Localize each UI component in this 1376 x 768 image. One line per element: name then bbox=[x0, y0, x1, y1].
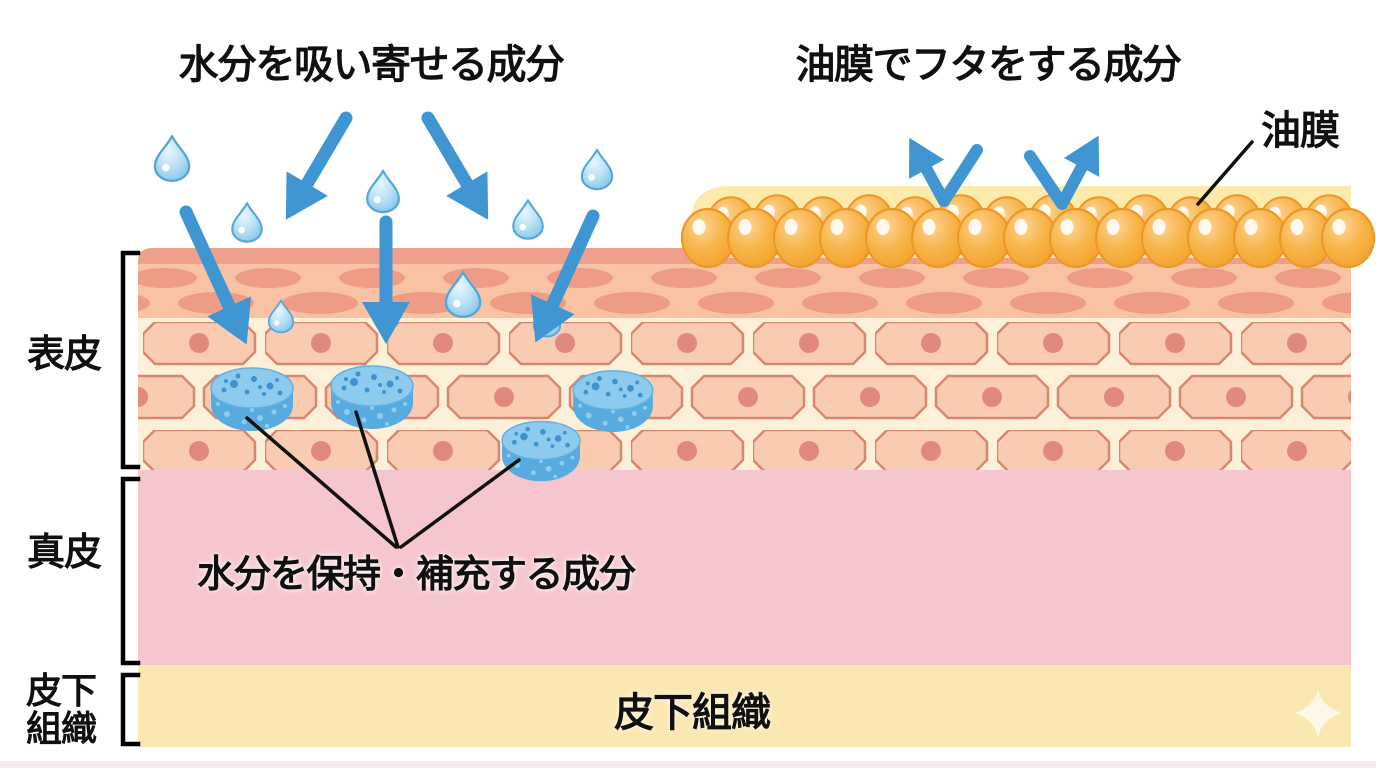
seal-ingredients-title: 油膜でフタをする成分 bbox=[795, 43, 1183, 87]
oil-film-group bbox=[680, 186, 1376, 269]
epidermis-cells bbox=[138, 318, 1351, 470]
sponge-leader-line bbox=[399, 458, 521, 549]
subcutaneous-bracket bbox=[120, 672, 141, 747]
absorb-arrow-icon bbox=[179, 205, 252, 345]
sparkle-icon bbox=[1294, 689, 1342, 737]
moisture-sponge-icon bbox=[501, 420, 581, 482]
epidermis-label: 表皮 bbox=[26, 334, 102, 376]
epidermis-bracket bbox=[120, 250, 141, 470]
dermis-layer bbox=[138, 470, 1351, 665]
water-drop-icon bbox=[231, 202, 263, 243]
repel-arrow-icon bbox=[909, 137, 983, 207]
absorb-arrow-icon bbox=[285, 111, 353, 220]
sponge-leader-line bbox=[245, 416, 398, 549]
sponge-leader-line bbox=[354, 410, 400, 549]
moisture-sponge-icon bbox=[572, 370, 654, 433]
water-drop-icon bbox=[153, 134, 191, 182]
attract-ingredients-title: 水分を吸い寄せる成分 bbox=[178, 43, 566, 87]
leader-line-group bbox=[245, 140, 1254, 549]
retain-ingredients-label: 水分を保持・補充する成分 bbox=[196, 554, 637, 596]
water-drop-icon bbox=[580, 148, 614, 191]
oil-ball-front-row bbox=[680, 207, 1376, 269]
water-drop-icon bbox=[366, 169, 400, 214]
water-drop-icon bbox=[512, 199, 544, 240]
bottom-edge-smudge bbox=[0, 761, 1376, 768]
subcutaneous-center-label: 皮下組織 bbox=[614, 691, 771, 735]
repel-arrow-icon bbox=[1024, 135, 1100, 210]
oil-film-label: 油膜 bbox=[1261, 109, 1340, 153]
subcutaneous-side-label: 皮下 組織 bbox=[25, 670, 97, 750]
repel-arrow-group bbox=[909, 135, 1100, 210]
absorb-arrow-icon bbox=[530, 209, 600, 343]
granular-layer-cells bbox=[138, 264, 1351, 318]
absorb-arrow-group bbox=[179, 111, 600, 345]
absorb-arrow-icon bbox=[421, 111, 489, 220]
oil-film-leader-line bbox=[1196, 140, 1254, 206]
layer-bracket-group bbox=[120, 250, 141, 747]
dermis-bracket bbox=[120, 476, 141, 666]
dermis-label: 真皮 bbox=[26, 532, 102, 574]
subcutaneous-layer bbox=[138, 665, 1351, 747]
skin-cross-section bbox=[138, 248, 1351, 747]
moisture-sponge-icon bbox=[330, 365, 414, 430]
